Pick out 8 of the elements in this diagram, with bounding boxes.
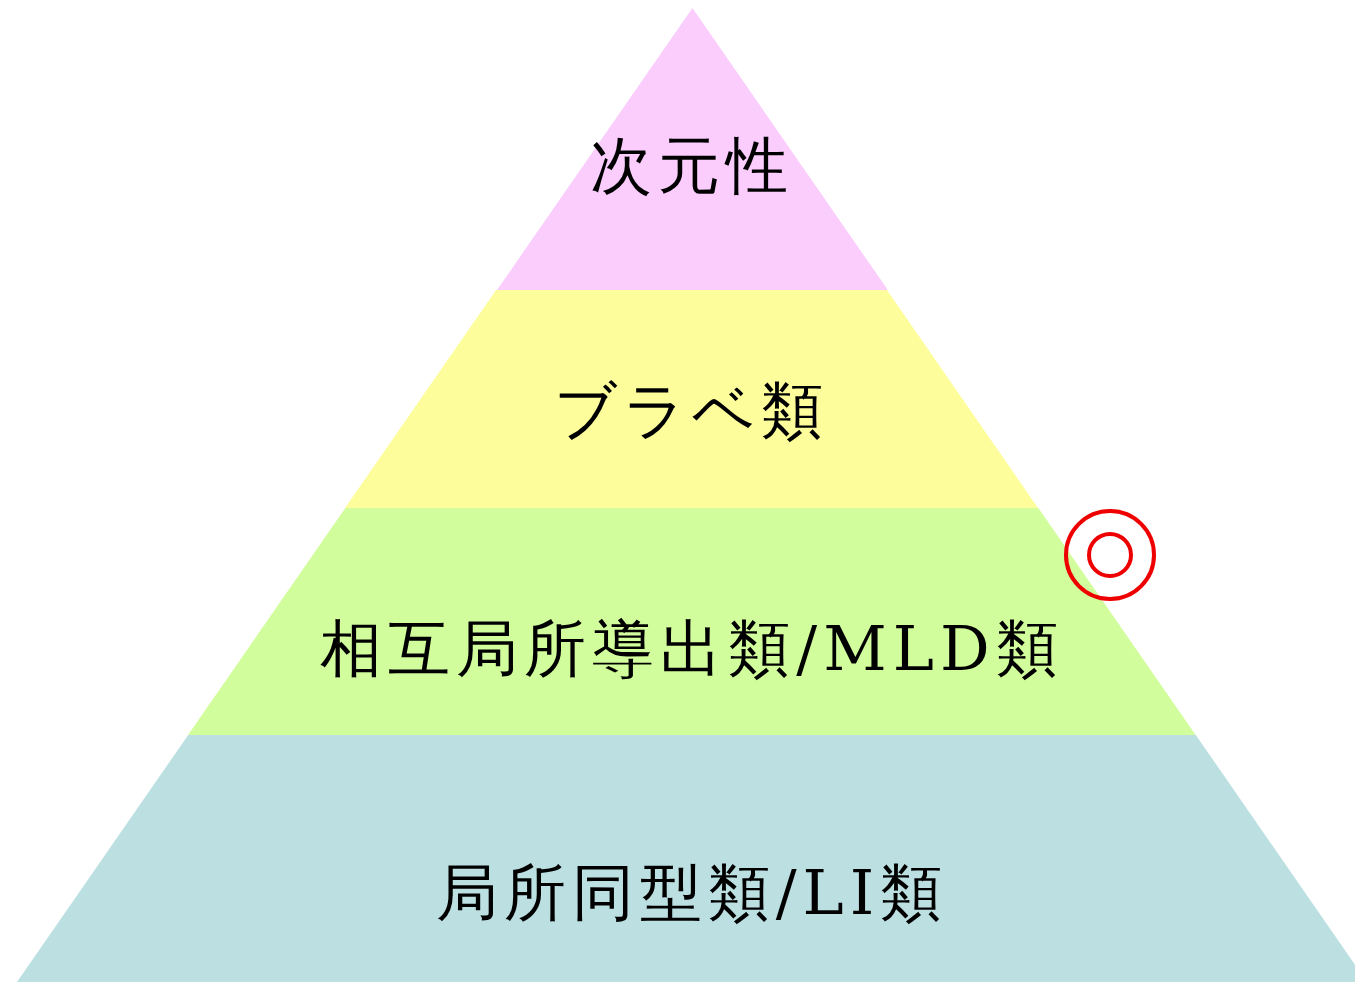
pyramid-band xyxy=(188,508,1196,735)
band-label: ブラベ類 xyxy=(554,380,830,442)
band-label: 次元性 xyxy=(590,135,794,197)
pyramid-band xyxy=(17,735,1355,982)
band-label: 相互局所導出類/MLD類 xyxy=(320,618,1064,680)
band-label: 局所同型類/LI類 xyxy=(435,862,949,924)
pyramid-apex xyxy=(496,8,888,290)
pyramid-band xyxy=(345,290,1039,508)
